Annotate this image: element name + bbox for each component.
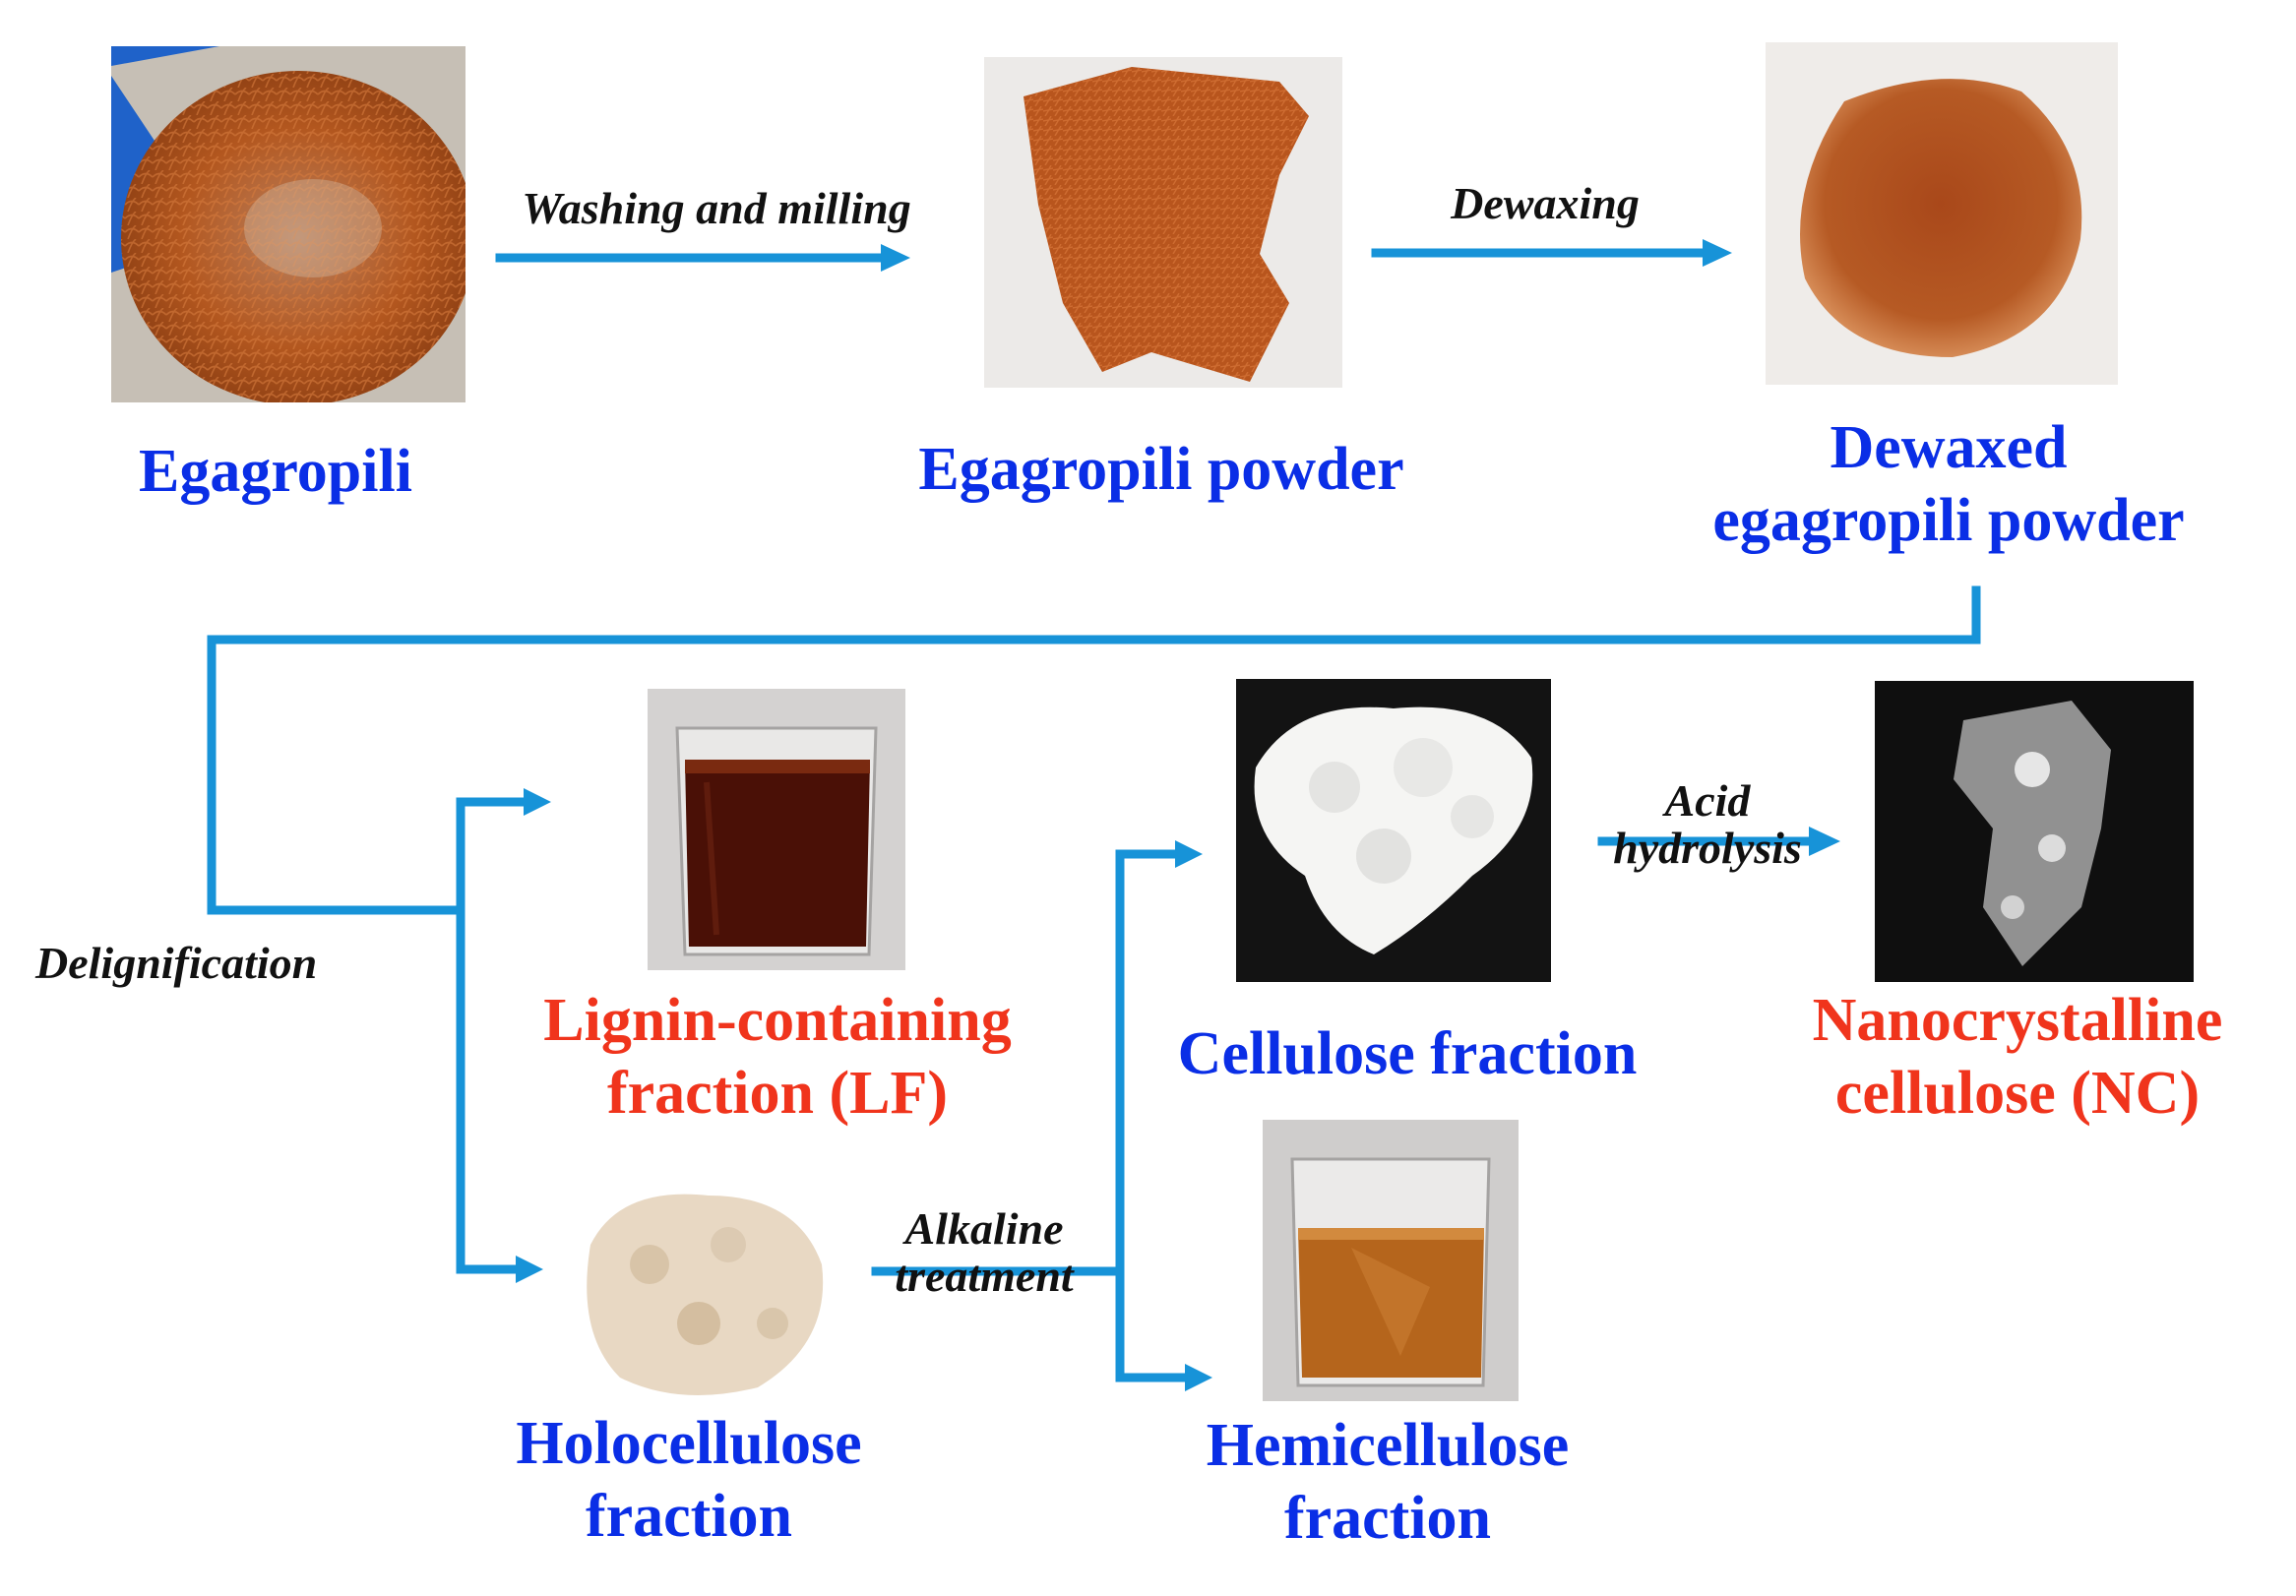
label-dewaxed-line1: Dewaxed bbox=[1830, 414, 2068, 481]
step-acid-line1: Acid bbox=[1664, 775, 1751, 826]
powder-photo bbox=[984, 57, 1342, 388]
label-holo-line2: fraction bbox=[585, 1483, 793, 1551]
label-hemi-line2: fraction bbox=[1283, 1485, 1492, 1553]
label-holocellulose-fraction: Holocellulose fraction bbox=[433, 1407, 945, 1554]
step-washing-text: Washing and milling bbox=[522, 183, 911, 233]
arrowhead-holo bbox=[516, 1256, 543, 1283]
label-lignin-line1: Lignin-containing bbox=[543, 987, 1012, 1054]
step-alkaline-line2: treatment bbox=[895, 1251, 1074, 1302]
arrowhead-dewaxing bbox=[1703, 239, 1732, 267]
label-lignin-fraction: Lignin-containing fraction (LF) bbox=[463, 984, 1092, 1131]
hemi-photo bbox=[1263, 1120, 1519, 1401]
arrowhead-hemi bbox=[1185, 1364, 1212, 1391]
step-alkaline-treatment: Alkaline treatment bbox=[866, 1203, 1102, 1302]
label-egagropili-text: Egagropili bbox=[139, 438, 412, 505]
step-dewaxing-text: Dewaxing bbox=[1451, 178, 1640, 228]
label-nc-line2: cellulose (NC) bbox=[1834, 1060, 2201, 1128]
step-delignification-text: Delignification bbox=[35, 938, 318, 988]
connector-dewaxed-to-delignification bbox=[207, 585, 1981, 915]
label-nanocrystalline-cellulose: Nanocrystalline cellulose (NC) bbox=[1742, 984, 2293, 1131]
label-powder-text: Egagropili powder bbox=[918, 436, 1404, 503]
label-cellulose-text: Cellulose fraction bbox=[1177, 1020, 1638, 1087]
label-egagropili-powder: Egagropili powder bbox=[846, 433, 1476, 506]
label-hemicellulose-fraction: Hemicellulose fraction bbox=[1132, 1409, 1644, 1556]
label-nc-line1: Nanocrystalline bbox=[1812, 987, 2223, 1054]
step-alkaline-line1: Alkaline bbox=[904, 1203, 1064, 1254]
lignin-photo bbox=[648, 689, 905, 970]
dewaxed-photo bbox=[1766, 42, 2118, 385]
holo-photo bbox=[561, 1176, 838, 1412]
step-dewaxing: Dewaxing bbox=[1417, 178, 1673, 228]
step-acid-line2: hydrolysis bbox=[1613, 823, 1802, 874]
label-holo-line1: Holocellulose bbox=[516, 1410, 862, 1477]
label-lignin-line2: fraction (LF) bbox=[606, 1060, 949, 1128]
label-cellulose-fraction: Cellulose fraction bbox=[1102, 1017, 1712, 1090]
step-acid-hydrolysis: Acid hydrolysis bbox=[1584, 775, 1831, 874]
cellulose-photo bbox=[1236, 679, 1551, 982]
arrowhead-lignin bbox=[524, 788, 551, 816]
label-egagropili: Egagropili bbox=[59, 435, 492, 508]
step-delignification: Delignification bbox=[35, 938, 390, 988]
arrowhead-washing bbox=[881, 244, 910, 272]
label-dewaxed-line2: egagropili powder bbox=[1712, 487, 2185, 555]
label-hemi-line1: Hemicellulose bbox=[1206, 1412, 1570, 1479]
arrowhead-acid bbox=[1809, 827, 1840, 856]
label-dewaxed-powder: Dewaxed egagropili powder bbox=[1634, 411, 2264, 558]
step-washing-milling: Washing and milling bbox=[480, 183, 953, 233]
arrowhead-cellulose bbox=[1175, 840, 1203, 868]
egagropili-photo bbox=[111, 46, 465, 402]
nc-photo bbox=[1875, 681, 2194, 982]
